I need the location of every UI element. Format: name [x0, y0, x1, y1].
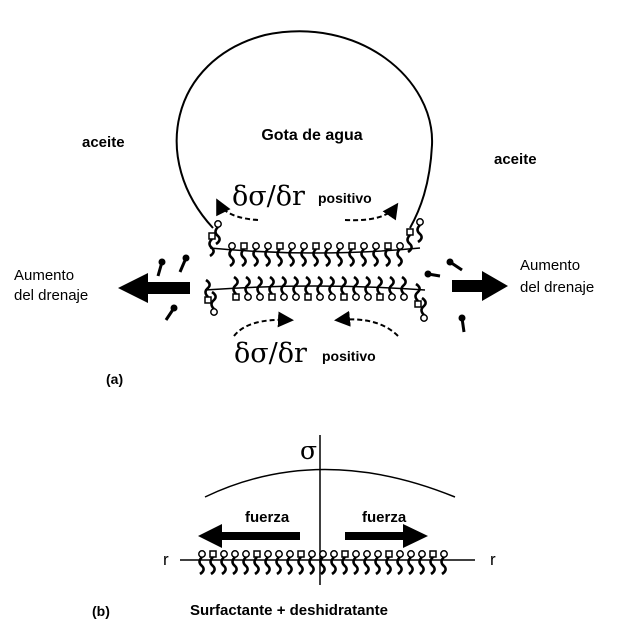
surfactant-molecule: [199, 551, 205, 574]
surfactant-molecule: [341, 277, 347, 300]
surfactant-molecule: [441, 551, 447, 574]
surfactant-molecule: [211, 292, 217, 315]
surfactant-molecule: [277, 243, 283, 266]
surfactant-molecule: [313, 243, 319, 266]
surfactant-molecule: [281, 277, 287, 300]
force-label-right: fuerza: [362, 510, 406, 525]
surfactant-molecule: [221, 551, 227, 574]
force-arrow-left: [198, 524, 300, 548]
surfactant-molecule: [298, 551, 304, 574]
r-label-right: r: [490, 551, 496, 568]
oil-label-right: aceite: [494, 152, 537, 167]
surfactant-molecule: [386, 551, 392, 574]
surfactant-molecule: [349, 243, 355, 266]
surfactant-molecule: [329, 277, 335, 300]
surfactant-molecule: [365, 277, 371, 300]
surfactant-molecule: [210, 551, 216, 574]
surfactant-molecules-interface: [199, 551, 447, 574]
drainage-arrow-right: [452, 271, 508, 301]
surfactant-molecule: [293, 277, 299, 300]
gradient-symbol-bottom: δσ/δr: [234, 340, 307, 367]
surfactant-molecule: [419, 551, 425, 574]
surfactant-molecule: [265, 551, 271, 574]
surfactant-molecule: [320, 551, 326, 574]
surfactant-molecule: [377, 277, 383, 300]
drainage-left-line2: del drenaje: [14, 288, 88, 303]
surfactant-molecule: [215, 221, 221, 244]
surfactant-molecule: [276, 551, 282, 574]
surfactant-molecule: [289, 243, 295, 266]
surfactant-molecule: [254, 551, 260, 574]
surfactant-molecule: [229, 243, 235, 266]
surfactant-molecule: [301, 243, 307, 266]
surfactant-molecule: [232, 551, 238, 574]
flow-arrow-bottom-left: [234, 320, 290, 336]
oil-label-left: aceite: [82, 135, 125, 150]
surfactant-molecule: [243, 551, 249, 574]
surfactant-molecule: [342, 551, 348, 574]
surfactant-molecule: [375, 551, 381, 574]
gradient-symbol-top: δσ/δr: [232, 183, 305, 210]
surfactant-molecule: [421, 298, 427, 321]
flow-arrow-top-right: [345, 206, 396, 220]
flow-arrow-bottom-right: [338, 319, 398, 336]
surfactant-molecule: [241, 243, 247, 266]
drainage-arrow-left: [118, 273, 190, 303]
surfactant-molecule: [287, 551, 293, 574]
surfactant-molecule: [364, 551, 370, 574]
force-arrow-right: [345, 524, 428, 548]
surfactant-molecule: [353, 277, 359, 300]
gradient-word-top: positivo: [318, 191, 372, 205]
surfactant-molecules-film: [205, 219, 427, 321]
surfactant-molecule: [417, 219, 423, 242]
surfactant-molecule: [245, 277, 251, 300]
surfactant-molecule: [337, 243, 343, 266]
drainage-left-line1: Aumento: [14, 268, 74, 283]
force-label-left: fuerza: [245, 510, 289, 525]
surfactant-molecule: [269, 277, 275, 300]
sigma-curve: [205, 470, 455, 498]
sigma-label: σ: [300, 438, 317, 463]
surfactant-molecule: [361, 243, 367, 266]
surfactant-molecule: [209, 233, 215, 256]
surfactant-molecule: [325, 243, 331, 266]
surfactant-molecule: [253, 243, 259, 266]
drainage-right-line2: del drenaje: [520, 280, 594, 295]
surfactant-molecule: [309, 551, 315, 574]
panel-a-label: (a): [106, 372, 123, 386]
surfactant-molecule: [305, 277, 311, 300]
surfactant-molecule: [430, 551, 436, 574]
surfactant-molecule: [397, 243, 403, 266]
surfactant-molecule: [257, 277, 263, 300]
surfactant-molecule: [397, 551, 403, 574]
surfactant-molecule: [415, 284, 421, 307]
gradient-word-bottom: positivo: [322, 349, 376, 363]
surfactant-molecule: [353, 551, 359, 574]
drop-label: Gota de agua: [261, 128, 362, 144]
surfactant-molecule: [317, 277, 323, 300]
surfactant-molecule: [331, 551, 337, 574]
r-label-left: r: [163, 551, 169, 568]
surfactant-molecule: [265, 243, 271, 266]
drainage-right-line1: Aumento: [520, 258, 580, 273]
surfactant-molecule: [408, 551, 414, 574]
panel-b-caption: Surfactante + deshidratante: [190, 603, 388, 618]
surfactant-molecule: [373, 243, 379, 266]
panel-b-label: (b): [92, 604, 110, 618]
surfactant-molecule: [385, 243, 391, 266]
surfactant-molecule: [205, 280, 211, 303]
